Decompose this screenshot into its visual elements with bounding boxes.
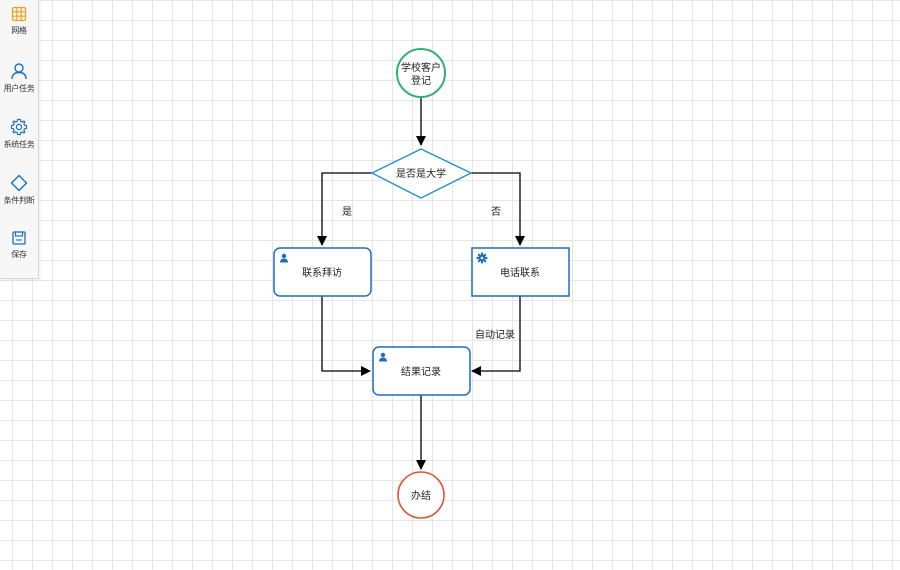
tool-palette: 网格 用户任务 系统任务 条件判断 保存 <box>0 0 39 279</box>
visit-user-task-node[interactable]: 联系拜访 <box>273 247 372 297</box>
tool-system-task[interactable]: 系统任务 <box>0 112 38 164</box>
end-event-node[interactable]: 办结 <box>397 471 445 519</box>
phone-system-task-node[interactable]: 电话联系 <box>471 247 570 297</box>
edge-label-auto-record: 自动记录 <box>475 328 515 341</box>
edge-decision-to-visit[interactable] <box>317 172 372 246</box>
tool-user-task[interactable]: 用户任务 <box>0 56 38 108</box>
diamond-icon <box>10 174 28 192</box>
record-user-task-node[interactable]: 结果记录 <box>372 346 471 396</box>
user-task-icon <box>379 352 387 362</box>
gear-icon <box>10 118 28 136</box>
edge-decision-to-phone[interactable] <box>471 172 525 246</box>
edge-phone-to-record[interactable] <box>471 296 521 376</box>
tool-user-task-label: 用户任务 <box>3 84 35 93</box>
tool-system-task-label: 系统任务 <box>3 140 35 149</box>
end-event-label: 办结 <box>411 489 431 502</box>
edge-label-yes: 是 <box>342 206 352 218</box>
start-event-label-line2: 登记 <box>411 74 431 87</box>
decision-gateway-node[interactable]: 是否是大学 <box>370 148 473 199</box>
user-icon <box>11 63 27 80</box>
system-task-gear-icon <box>476 252 488 264</box>
edge-visit-to-record[interactable] <box>321 296 371 376</box>
tool-gateway-label: 条件判断 <box>3 196 35 205</box>
grid-icon <box>11 6 27 22</box>
start-event-label-line1: 学校客户 <box>401 61 441 74</box>
start-event-node[interactable]: 学校客户 登记 <box>396 48 446 98</box>
record-user-task-label: 结果记录 <box>401 365 441 378</box>
visit-user-task-label: 联系拜访 <box>302 267 342 279</box>
tool-gateway[interactable]: 条件判断 <box>0 168 38 220</box>
tool-save-label: 保存 <box>11 250 27 259</box>
tool-save[interactable]: 保存 <box>0 224 38 276</box>
tool-grid-label: 网格 <box>11 26 27 35</box>
edge-label-no: 否 <box>491 206 501 218</box>
tool-grid[interactable]: 网格 <box>0 0 38 52</box>
save-icon <box>12 231 26 245</box>
decision-gateway-label: 是否是大学 <box>396 167 446 180</box>
user-task-icon <box>280 253 288 263</box>
phone-system-task-label: 电话联系 <box>500 266 540 279</box>
